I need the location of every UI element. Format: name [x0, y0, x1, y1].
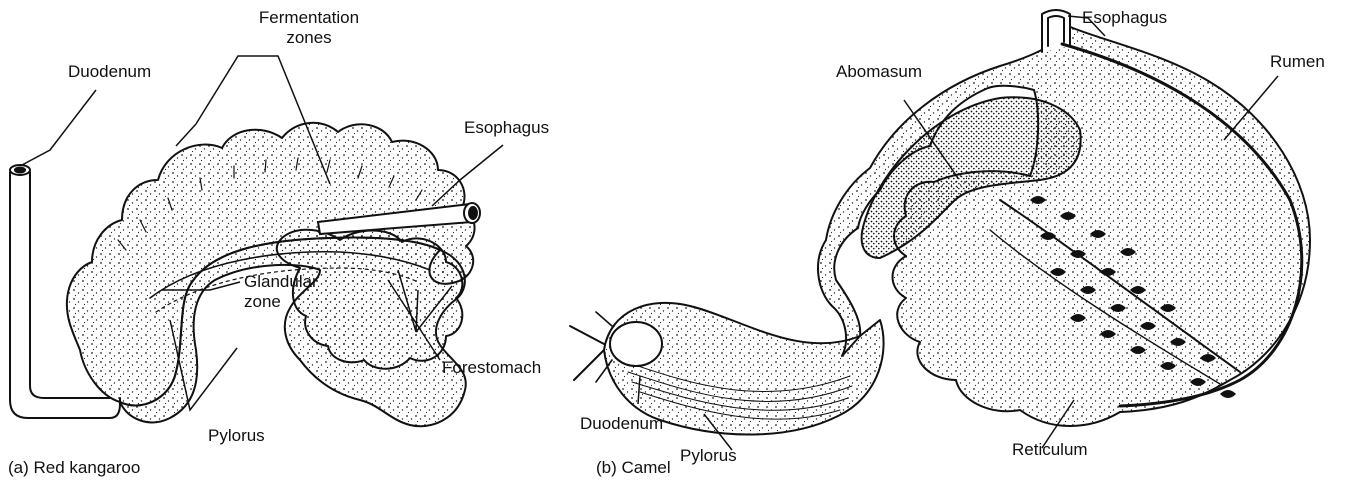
fermentation-line1: Fermentation	[244, 8, 374, 28]
camel-abomasum-label: Abomasum	[836, 62, 922, 82]
camel-stomach	[570, 10, 1310, 435]
camel-duodenum-label: Duodenum	[580, 414, 663, 434]
camel-caption: (b) Camel	[596, 458, 671, 478]
camel-pylorus-label: Pylorus	[680, 446, 737, 466]
fermentation-line2: zones	[244, 28, 374, 48]
kangaroo-caption: (a) Red kangaroo	[8, 458, 140, 478]
kangaroo-fermentation-zones-label: Fermentation zones	[244, 8, 374, 48]
kangaroo-duodenum-label: Duodenum	[68, 62, 151, 82]
kangaroo-forestomach-label: Forestomach	[442, 358, 541, 378]
camel-reticulum-label: Reticulum	[1012, 440, 1088, 460]
kangaroo-pylorus-label: Pylorus	[208, 426, 265, 446]
glandular-line2: zone	[244, 292, 318, 312]
camel-duodenum-end	[610, 322, 662, 366]
kangaroo-esophagus-label: Esophagus	[464, 118, 549, 138]
glandular-line1: Glandular	[244, 272, 318, 292]
camel-esophagus-label: Esophagus	[1082, 8, 1167, 28]
kangaroo-glandular-zone-label: Glandular zone	[244, 272, 318, 312]
kangaroo-stomach	[10, 123, 475, 426]
camel-rumen-label: Rumen	[1270, 52, 1325, 72]
